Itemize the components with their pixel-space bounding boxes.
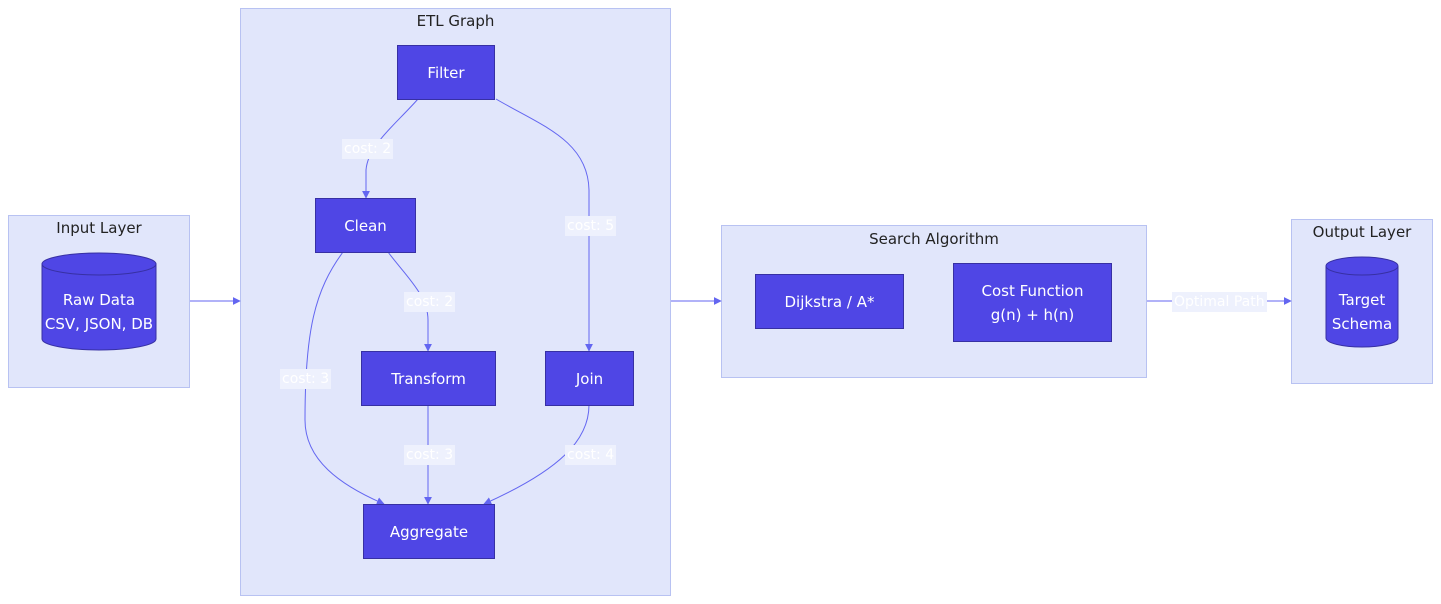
edge-label-clean-transform: cost: 2 <box>404 292 456 312</box>
output-layer-title: Output Layer <box>1312 223 1412 241</box>
target-schema-label: Target Schema <box>1326 288 1398 336</box>
edge-label-filter-clean: cost: 2 <box>342 139 394 159</box>
join-label: Join <box>575 369 604 388</box>
edge-label-clean-aggregate: cost: 3 <box>280 369 332 389</box>
etl-graph-title: ETL Graph <box>416 12 495 30</box>
filter-node[interactable]: Filter <box>397 45 495 100</box>
edge-clean-transform <box>387 251 432 352</box>
edge-label-join-aggregate: cost: 4 <box>565 445 617 465</box>
edge-join-aggregate <box>483 404 590 505</box>
input-layer-cluster: Input Layer <box>8 215 190 388</box>
transform-label: Transform <box>391 369 466 388</box>
raw-data-cylinder <box>41 252 157 351</box>
edge-label-filter-join: cost: 5 <box>565 216 617 236</box>
dijkstra-node[interactable]: Dijkstra / A* <box>755 274 904 329</box>
cost-function-line1: Cost Function <box>981 281 1084 300</box>
edge-filter-join <box>495 98 593 352</box>
edge-label-optimal-path: Optimal Path <box>1172 292 1267 312</box>
edge-label-transform-aggregate: cost: 3 <box>404 445 456 465</box>
join-node[interactable]: Join <box>545 351 634 406</box>
target-schema-line2: Schema <box>1331 315 1393 333</box>
clean-label: Clean <box>344 216 387 235</box>
etl-graph-cluster: ETL Graph <box>240 8 671 596</box>
aggregate-node[interactable]: Aggregate <box>363 504 495 559</box>
cost-function-node[interactable]: Cost Function g(n) + h(n) <box>953 263 1112 342</box>
filter-label: Filter <box>427 63 465 82</box>
target-schema-line1: Target <box>1338 291 1386 309</box>
edge-filter-clean <box>362 98 419 199</box>
target-schema-cylinder <box>1325 256 1399 348</box>
raw-data-label: Raw Data CSV, JSON, DB <box>42 288 156 336</box>
raw-data-line1: Raw Data <box>62 291 136 309</box>
dijkstra-label: Dijkstra / A* <box>784 292 875 311</box>
search-algorithm-title: Search Algorithm <box>869 230 999 248</box>
transform-node[interactable]: Transform <box>361 351 496 406</box>
aggregate-label: Aggregate <box>389 522 469 541</box>
edge-clean-aggregate <box>304 251 385 505</box>
clean-node[interactable]: Clean <box>315 198 416 253</box>
cost-function-line2: g(n) + h(n) <box>990 305 1075 324</box>
input-layer-title: Input Layer <box>56 219 142 237</box>
raw-data-line2: CSV, JSON, DB <box>44 315 154 333</box>
